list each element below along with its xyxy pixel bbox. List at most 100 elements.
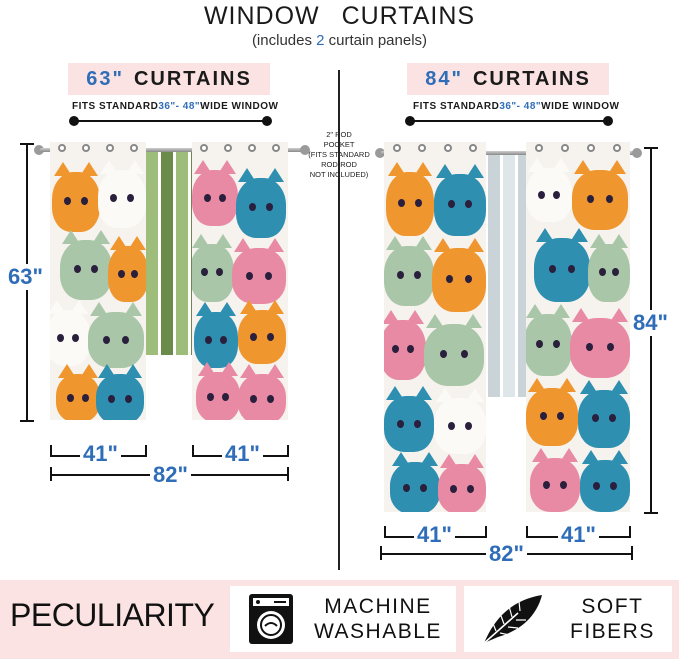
feature-machine-washable-text: MACHINE WASHABLE <box>314 594 442 644</box>
cat-face <box>390 452 440 512</box>
cat-face <box>60 230 112 300</box>
cat-face <box>526 378 578 446</box>
rod-note-line: (FITS STANDARD <box>308 150 370 159</box>
cat-face <box>432 238 486 312</box>
right-height-label: 84" <box>630 310 671 336</box>
cat-face <box>526 158 572 222</box>
subtitle-count: 2 <box>316 32 325 49</box>
right-fits-text: FITS STANDARD 36"- 48" WIDE WINDOW <box>413 101 619 112</box>
right-panel-width-1: 41" <box>414 522 455 548</box>
right-total-tick-r <box>631 546 633 560</box>
feature-machine-washable: MACHINE WASHABLE <box>230 586 456 652</box>
left-size-number: 63" <box>86 67 124 90</box>
subtitle-prefix: (includes <box>251 32 317 49</box>
right-panel-width-2: 41" <box>558 522 599 548</box>
rod-note-line: ROD-ROD <box>321 160 357 169</box>
feature-soft-fibers: SOFT FIBERS <box>464 586 672 652</box>
right-w2-tick-r <box>629 526 631 538</box>
subtitle-suffix: curtain panels) <box>324 32 428 49</box>
cat-face <box>238 300 286 364</box>
grommet-row <box>50 144 146 154</box>
left-fits-range: 36"- 48" <box>158 101 201 112</box>
right-total-width: 82" <box>486 541 527 567</box>
right-w1-tick-r <box>485 526 487 538</box>
cat-face <box>50 300 90 366</box>
page-title: WINDOW CURTAINS <box>203 2 476 30</box>
cat-face <box>192 160 238 226</box>
right-curtain-rod <box>381 151 641 155</box>
left-total-width: 82" <box>150 462 191 488</box>
left-total-tick-r <box>287 467 289 481</box>
left-w2-tick-l <box>192 445 194 457</box>
cat-face <box>238 364 286 420</box>
center-divider <box>338 70 340 570</box>
right-curtain-panel-1 <box>384 142 486 512</box>
right-fits-line <box>412 120 606 122</box>
cat-face <box>192 234 234 302</box>
cat-face <box>578 380 630 448</box>
right-size-label: 84" CURTAINS <box>407 63 609 95</box>
cat-face <box>232 238 286 304</box>
left-panel-width-1: 41" <box>80 441 121 467</box>
left-rod-end-right <box>300 145 310 155</box>
cat-face <box>526 304 572 376</box>
grommet-row <box>384 144 486 154</box>
left-fits-text: FITS STANDARD 36"- 48" WIDE WINDOW <box>72 101 278 112</box>
cat-face <box>434 164 486 236</box>
right-fits-dot-right <box>603 116 613 126</box>
right-w2-tick-l <box>526 526 528 538</box>
left-curtain-panel-2 <box>192 142 288 420</box>
feather-icon <box>481 595 542 646</box>
left-size-word: CURTAINS <box>133 67 252 90</box>
cat-face <box>384 310 426 380</box>
cat-face <box>434 388 486 454</box>
right-height-tick-bottom <box>644 512 658 514</box>
left-rod-end-left <box>34 145 44 155</box>
cat-face <box>384 236 434 306</box>
cat-face <box>52 162 100 232</box>
rod-note-line: 2" ROD <box>326 130 352 139</box>
left-curtain-rod <box>40 148 308 152</box>
left-w2-tick-r <box>287 445 289 457</box>
rod-note-line: POCKET <box>323 140 355 149</box>
left-size-label: 63" CURTAINS <box>68 63 270 95</box>
cat-face <box>534 228 590 302</box>
left-curtain-panel-1 <box>50 142 146 420</box>
left-w1-tick-l <box>50 445 52 457</box>
feature-line: FIBERS <box>570 620 655 643</box>
feature-line: WASHABLE <box>314 620 442 643</box>
page-subtitle: (includes 2 curtain panels) <box>0 32 679 49</box>
washing-machine-icon <box>249 594 293 644</box>
cat-face <box>88 302 144 368</box>
rod-pocket-note: 2" ROD POCKET (FITS STANDARD ROD-ROD NOT… <box>303 130 375 180</box>
left-w1-tick-r <box>145 445 147 457</box>
cat-face <box>196 362 240 420</box>
cat-face <box>572 160 628 230</box>
cat-face <box>56 364 100 420</box>
right-rod-end-left <box>375 148 385 158</box>
left-panel-width-2: 41" <box>222 441 263 467</box>
cat-face <box>386 162 434 236</box>
right-size-word: CURTAINS <box>472 67 591 90</box>
right-w1-tick-l <box>384 526 386 538</box>
peculiarity-heading: PECULIARITY <box>10 597 215 633</box>
left-height-tick-bottom <box>20 420 34 422</box>
left-fits-line <box>76 120 266 122</box>
feature-line: MACHINE <box>324 595 432 618</box>
cat-face <box>108 236 146 302</box>
right-size-number: 84" <box>425 67 463 90</box>
cat-face <box>96 364 144 420</box>
cat-face <box>98 160 146 228</box>
cat-face <box>530 448 580 512</box>
left-height-label: 63" <box>5 264 46 290</box>
right-fits-dot-left <box>405 116 415 126</box>
feature-line: SOFT <box>581 595 644 618</box>
feature-soft-fibers-text: SOFT FIBERS <box>570 594 655 644</box>
right-fits-suffix: WIDE WINDOW <box>541 101 620 112</box>
grommet-row <box>192 144 288 154</box>
left-fits-prefix: FITS STANDARD <box>72 101 159 112</box>
left-fits-dot-right <box>262 116 272 126</box>
right-rod-end-right <box>632 148 642 158</box>
right-fits-prefix: FITS STANDARD <box>413 101 500 112</box>
right-curtain-panel-2 <box>526 142 630 512</box>
